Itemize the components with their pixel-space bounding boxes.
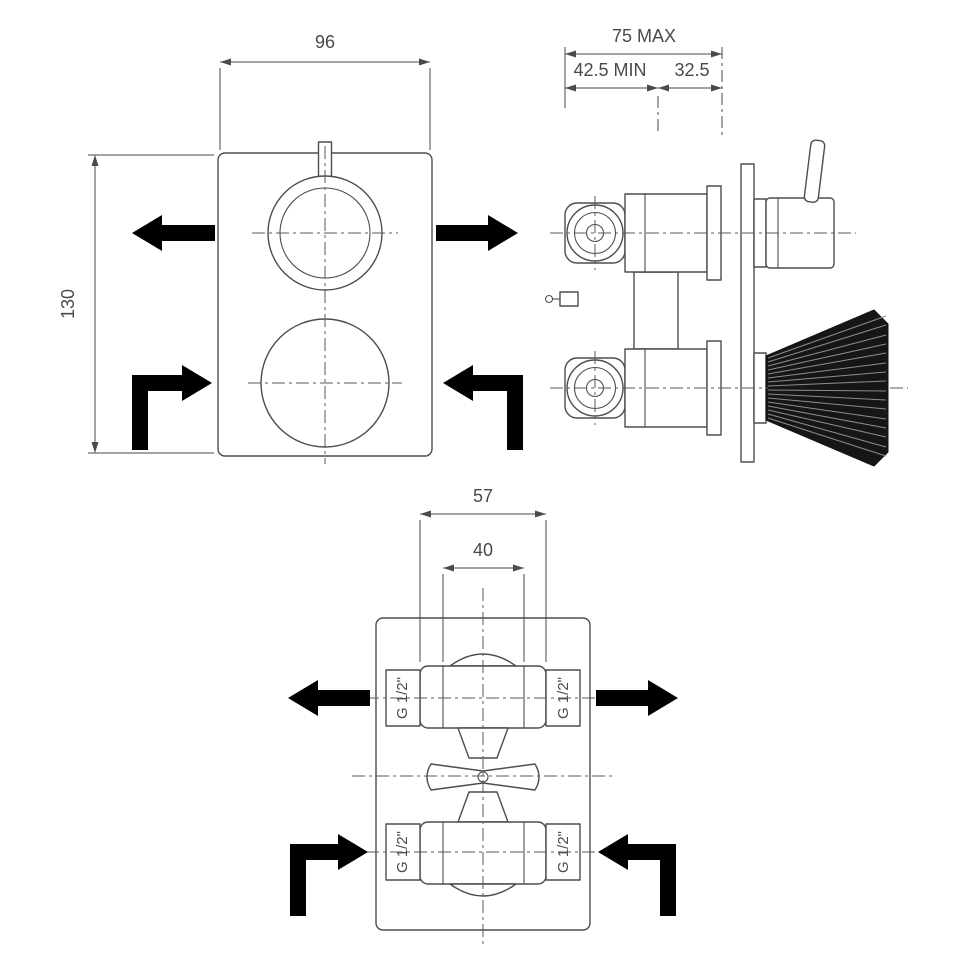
side-dim-depth-max: 75 MAX	[564, 26, 723, 138]
flow-arrow-outlet-right-icon	[436, 215, 518, 251]
bottom-dim-center-width: 40	[442, 540, 525, 662]
side-dim-depth-min: 42.5 MIN	[565, 60, 659, 132]
flow-arrow-bottom-outlet-right-icon	[596, 680, 678, 716]
bottom-view: G 1/2" G 1/2" G 1/2" G 1/2"	[288, 486, 678, 944]
flow-arrow-bottom-outlet-left-icon	[288, 680, 370, 716]
valve-dome-bottom	[449, 883, 517, 897]
flow-arrow-inlet-right-icon	[443, 365, 523, 450]
flow-arrow-bottom-inlet-left-icon	[290, 834, 368, 916]
side-knurled-knob	[765, 309, 889, 467]
side-view: 75 MAX 42.5 MIN 32.5	[544, 26, 908, 467]
bottom-centerlines	[342, 588, 626, 944]
cross-handle-shape	[426, 763, 540, 791]
side-connector-body	[633, 271, 679, 350]
front-centerlines	[248, 146, 402, 464]
lever-stick	[803, 139, 826, 203]
side-lever-handle	[765, 139, 835, 269]
bottom-center-handle	[426, 763, 540, 791]
knurl-lines	[767, 315, 887, 457]
side-dim-plate-offset: 32.5	[658, 60, 722, 92]
flow-arrow-bottom-inlet-right-icon	[598, 834, 676, 916]
front-dim-width: 96	[219, 32, 431, 150]
flow-arrow-inlet-left-icon	[132, 365, 212, 450]
dim-label-plate-offset: 32.5	[674, 60, 709, 80]
flow-arrow-outlet-left-icon	[132, 215, 215, 251]
side-valve-body	[544, 185, 722, 436]
wall-plate	[740, 163, 755, 463]
side-wall-plate	[740, 163, 767, 463]
side-screw-detail	[544, 291, 579, 307]
dim-label-depth-max: 75 MAX	[612, 26, 676, 46]
bottom-dim-body-width: 57	[419, 486, 547, 662]
dim-label-depth-min: 42.5 MIN	[573, 60, 646, 80]
side-centerlines	[550, 196, 908, 425]
front-view: 96 130	[58, 32, 523, 464]
dim-label-front-width: 96	[315, 32, 335, 52]
front-dim-height: 130	[58, 154, 214, 454]
dim-label-body-width: 57	[473, 486, 493, 506]
dim-label-center-width: 40	[473, 540, 493, 560]
dim-label-front-height: 130	[58, 289, 78, 319]
